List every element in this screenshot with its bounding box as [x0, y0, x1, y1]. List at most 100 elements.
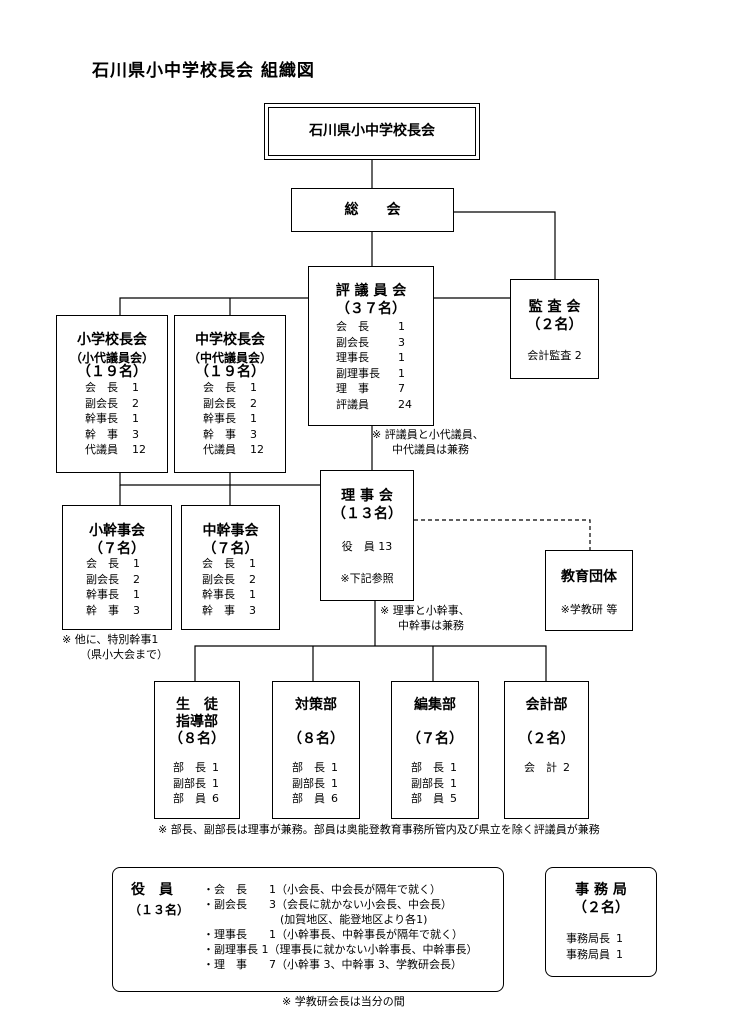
bu-name-1: 対策部	[295, 697, 337, 713]
member-count: 1	[250, 381, 257, 394]
member-row: 部 員 6	[292, 791, 338, 807]
member-count: 1	[250, 412, 257, 425]
member-role: 幹事長	[86, 588, 119, 601]
member-row: 会 長 1	[203, 380, 264, 396]
member-count: 1	[133, 588, 140, 601]
rijikai-member: 役 員 13	[341, 540, 393, 553]
member-count: 1	[450, 761, 457, 774]
yakuin-name: 役 員	[131, 882, 173, 898]
member-row: 幹事長 1	[86, 587, 140, 603]
member-role: 副部長	[292, 776, 325, 790]
yakuin-count: （１３名）	[129, 903, 190, 917]
member-role: 部 員	[173, 792, 206, 805]
chugaku-count: （１９名）	[195, 364, 265, 380]
member-role: 評議員	[336, 397, 369, 411]
member-role: 会 長	[86, 557, 119, 570]
shogaku-sub: （小代議員会）	[69, 351, 154, 365]
member-count: 1	[398, 351, 405, 364]
member-count: 1	[212, 776, 219, 790]
hyougiin-note-2: 中代議員は兼務	[392, 443, 469, 456]
kansa-member: 会計監査 2	[527, 349, 582, 362]
member-count: 1	[616, 947, 623, 961]
member-role: 部 員	[292, 792, 325, 805]
member-role: 会 長	[203, 381, 236, 394]
member-row: 事務局長 1	[566, 931, 623, 947]
shogaku-name: 小学校長会	[77, 332, 147, 348]
jimu-name: 事 務 局	[575, 882, 627, 898]
kansa-count: （２名）	[526, 317, 583, 333]
chugaku-sub: （中代議員会）	[187, 351, 272, 365]
member-count: 2	[249, 572, 256, 586]
top-org-name: 石川県小中学校長会	[309, 123, 435, 139]
rijikai-note-1: ※ 理事と小幹事、	[380, 604, 470, 617]
bu-name-1: 会計部	[525, 697, 568, 713]
shokanji-note-1: ※ 他に、特別幹事1	[62, 633, 159, 646]
member-role: 理事長	[336, 351, 369, 364]
bu-note: ※ 部長、副部長は理事が兼務。部員は奥能登教育事務所管内及び県立を除く評議員が兼…	[158, 823, 600, 836]
bu-count: （８名）	[288, 731, 344, 747]
shogaku-count: （１９名）	[77, 364, 147, 380]
bu-name-1: 生 徒	[176, 697, 218, 713]
member-count: 2	[133, 572, 140, 586]
member-count: 1	[398, 320, 405, 333]
kyoiku-name: 教育団体	[561, 569, 617, 585]
yakuin-box: 役 員 （１３名） ・会 長 1（小会長、中会長が隔年で就く） ・副会長 3（会長…	[112, 867, 504, 992]
kansa-box: 監 査 会 （２名） 会計監査 2	[510, 279, 599, 379]
jimu-box: 事 務 局 （２名） 事務局長 1 事務局員 1	[545, 867, 657, 977]
member-role: 副会長	[202, 572, 235, 586]
member-count: 12	[250, 443, 264, 456]
member-role: 代議員	[85, 443, 118, 456]
member-role: 副会長	[336, 335, 369, 349]
member-row: 会 長 1	[336, 319, 412, 335]
yakuin-line: ・理事長 1（小幹事長、中幹事長が隔年で就く）	[203, 928, 463, 941]
member-count: 6	[331, 792, 338, 805]
jimu-count: （２名）	[573, 900, 629, 916]
bu-count: （７名）	[407, 731, 463, 747]
soukai-name: 総 会	[344, 202, 401, 218]
member-count: 1	[616, 932, 623, 945]
member-role: 会 長	[336, 320, 369, 333]
page-title: 石川県小中学校長会 組織図	[92, 61, 315, 81]
member-role: 副理事長	[336, 366, 380, 380]
member-role: 事務局長	[566, 932, 610, 945]
yakuin-line: ・会 長 1（小会長、中会長が隔年で就く）	[203, 883, 441, 896]
member-role: 部 長	[173, 761, 206, 774]
member-count: 6	[212, 792, 219, 805]
member-role: 副会長	[85, 396, 118, 410]
member-role: 代議員	[203, 443, 236, 456]
member-role: 幹 事	[202, 603, 235, 617]
yakuin-line: ・理 事 7（小幹事 3、中幹事 3、学教研会長）	[203, 958, 462, 971]
yakuin-lines: ・会 長 1（小会長、中会長が隔年で就く） ・副会長 3（会長に就かない小会長、中…	[203, 882, 478, 972]
member-role: 会 長	[202, 557, 235, 570]
rijikai-box: 理 事 会 （１３名） 役 員 13 ※下記参照	[320, 470, 414, 601]
member-role: 副会長	[86, 572, 119, 586]
bu-count: （８名）	[169, 731, 225, 747]
member-role: 事務局員	[566, 947, 610, 961]
yakuin-line: ・副会長 3（会長に就かない小会長、中会長）	[203, 898, 452, 911]
